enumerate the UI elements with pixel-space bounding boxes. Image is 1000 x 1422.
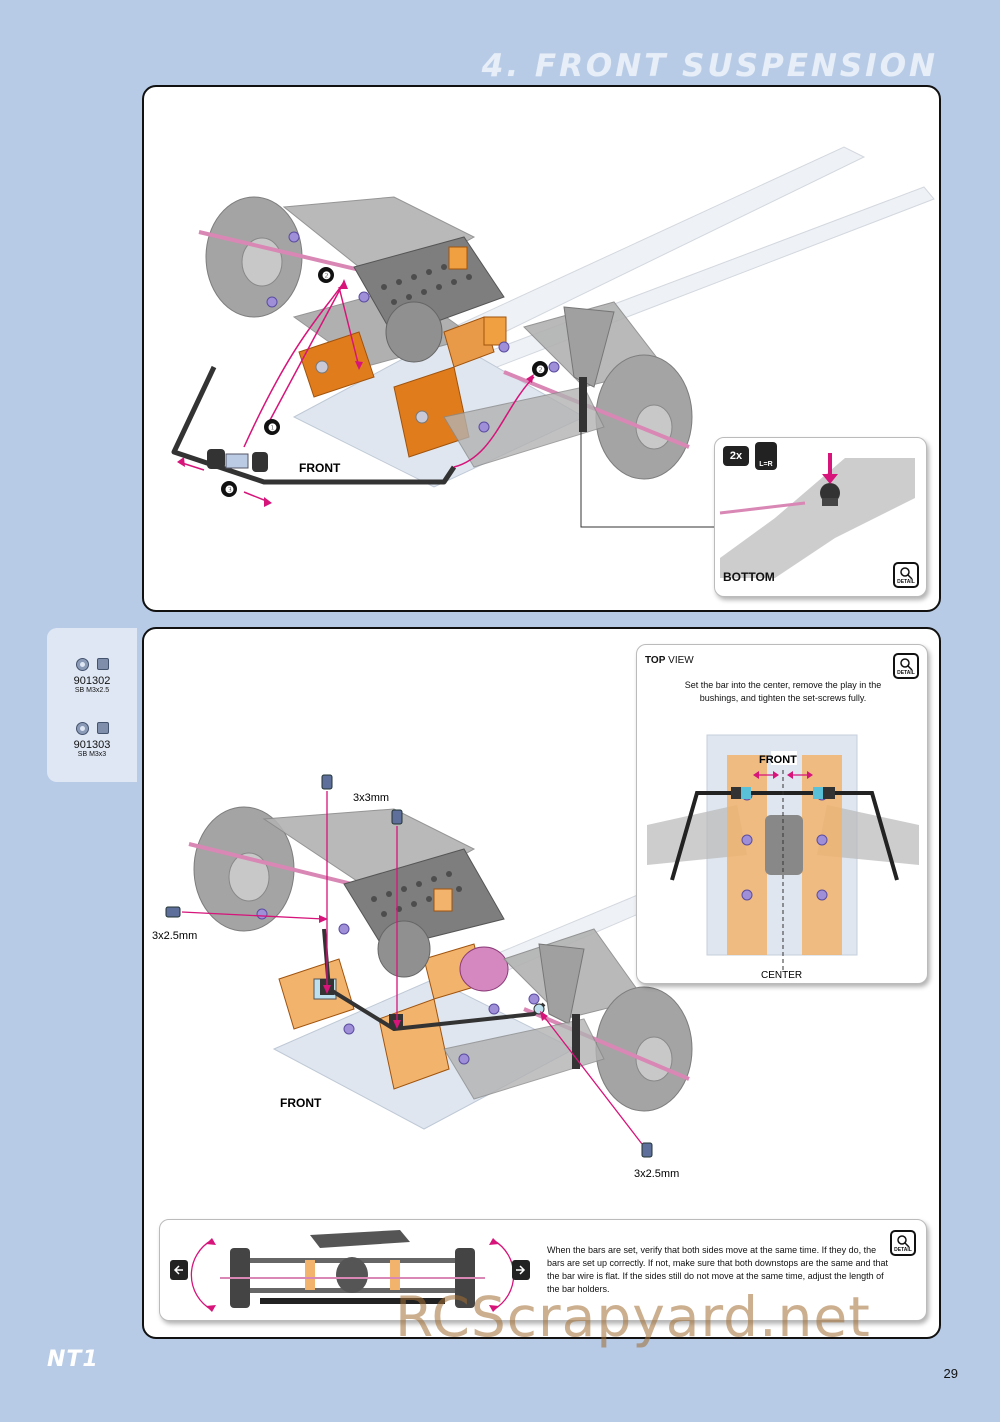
- verification-note-box: When the bars are set, verify that both …: [159, 1219, 927, 1321]
- detail-label: DETAIL: [897, 670, 915, 676]
- watermark: RCScrapyard.net: [395, 1285, 871, 1349]
- part-number: 901303: [73, 739, 111, 751]
- screw-label-3x2.5-left: 3x2.5mm: [152, 930, 197, 942]
- bottom-detail-inset: 2x L=R BOTTOM DETAIL: [714, 437, 927, 597]
- magnifier-detail-icon: DETAIL: [893, 562, 919, 588]
- front-label-1: FRONT: [299, 461, 341, 475]
- parts-list: 901302 SB M3x2.5 901303 SB M3x3: [47, 628, 137, 782]
- section-title: 4. FRONT SUSPENSION: [481, 48, 938, 84]
- front-view-illustration: [170, 1230, 530, 1312]
- step-marker-2b: ❷: [536, 365, 545, 376]
- step-2-panel: 3x3mm 3x2.5mm 3x2.5mm FRONT TOP VIEW DET…: [142, 627, 941, 1339]
- bottom-label: BOTTOM: [723, 570, 775, 584]
- washer-icon: [75, 722, 89, 735]
- magnifier-detail-icon: DETAIL: [890, 1230, 916, 1256]
- bottom-detail-illustration: [719, 453, 915, 578]
- step-marker-1: ❶: [268, 423, 277, 434]
- top-view-illustration: FRONT CENTER: [647, 734, 919, 981]
- verification-note-text: When the bars are set, verify that both …: [547, 1245, 889, 1294]
- washer-icon: [75, 658, 89, 671]
- quantity-badge: 2x: [723, 446, 749, 466]
- top-view-title: TOP VIEW: [645, 655, 694, 666]
- front-suspension-illustration-1: ❷ ❷ ❶ ❸ FRONT: [171, 146, 935, 528]
- screw-label-3x2.5-bottom: 3x2.5mm: [634, 1168, 679, 1180]
- top-view-title-rest: VIEW: [668, 655, 694, 666]
- part-item: 901303 SB M3x3: [47, 722, 137, 758]
- part-description: SB M3x2.5: [74, 687, 110, 694]
- step-1-panel: ❷ ❷ ❶ ❸ FRONT 2x L=R BOTTOM DETAIL: [142, 85, 941, 612]
- top-view-inset: TOP VIEW DETAIL Set the bar into the cen…: [636, 644, 928, 984]
- left-equals-right-badge: L=R: [755, 442, 777, 470]
- top-view-instruction: Set the bar into the center, remove the …: [684, 680, 882, 703]
- center-label: CENTER: [761, 970, 802, 981]
- part-description: SB M3x3: [77, 751, 107, 758]
- brand-logo: NT1: [47, 1347, 99, 1372]
- part-item: 901302 SB M3x2.5: [47, 658, 137, 694]
- step-marker-2a: ❷: [322, 271, 331, 282]
- magnifier-detail-icon: DETAIL: [893, 653, 919, 679]
- set-screw-icon: [96, 658, 109, 670]
- detail-label: DETAIL: [894, 1247, 912, 1253]
- step-marker-3: ❸: [225, 485, 234, 496]
- page-number: 29: [943, 1366, 958, 1381]
- detail-label: DETAIL: [897, 579, 915, 585]
- screw-label-3x3: 3x3mm: [353, 792, 389, 804]
- top-view-title-bold: TOP: [645, 655, 666, 666]
- part-number: 901302: [73, 675, 111, 687]
- set-screw-icon: [96, 722, 109, 734]
- top-view-front-label: FRONT: [759, 754, 797, 766]
- front-label-2: FRONT: [280, 1096, 322, 1110]
